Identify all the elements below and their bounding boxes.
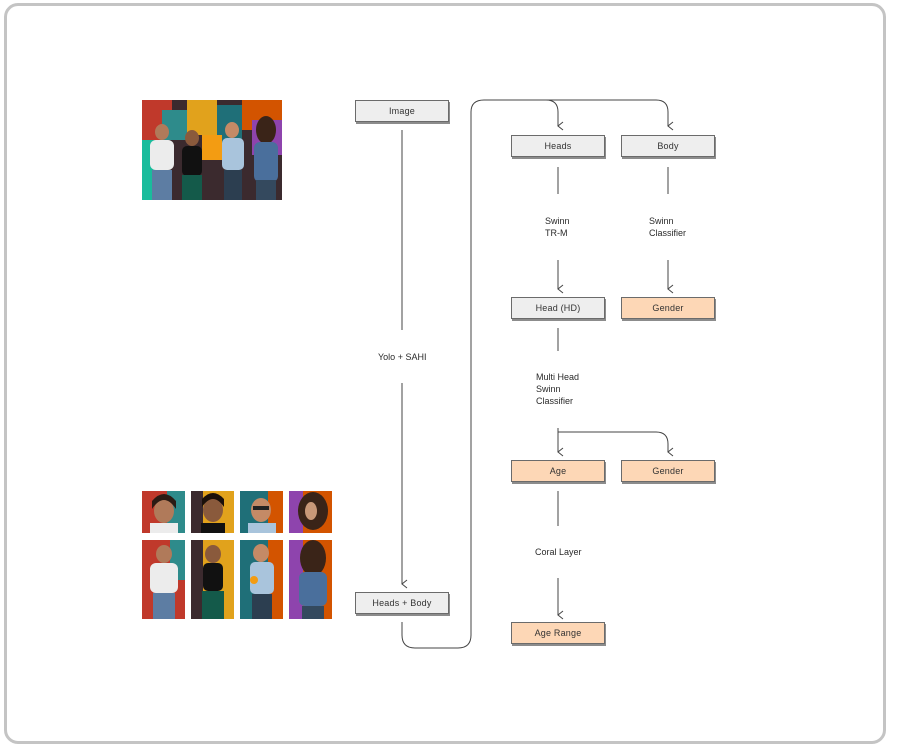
head-crop-3 bbox=[240, 491, 283, 533]
label-multi-head: Multi Head Swinn Classifier bbox=[536, 372, 580, 406]
node-head-hd: Head (HD) bbox=[511, 297, 605, 319]
edge-headsbody-loop bbox=[401, 99, 564, 649]
body-crop-4 bbox=[289, 540, 332, 619]
edge-loop-body bbox=[546, 99, 674, 131]
label-yolo-sahi: Yolo + SAHI bbox=[378, 352, 427, 362]
head-crop-4 bbox=[289, 491, 332, 533]
label-swinn-trm: Swinn TR-M bbox=[545, 216, 570, 238]
node-heads: Heads bbox=[511, 135, 605, 157]
head-crop-2 bbox=[191, 491, 234, 533]
edge-multihead-gender bbox=[558, 431, 674, 457]
node-image: Image bbox=[355, 100, 449, 122]
node-age: Age bbox=[511, 460, 605, 482]
group-photo bbox=[142, 100, 282, 200]
label-coral-layer: Coral Layer bbox=[535, 547, 582, 557]
head-crop-1 bbox=[142, 491, 185, 533]
body-crop-2 bbox=[191, 540, 234, 619]
node-gender-head: Gender bbox=[621, 460, 715, 482]
node-heads-body: Heads + Body bbox=[355, 592, 449, 614]
node-gender-body: Gender bbox=[621, 297, 715, 319]
node-body: Body bbox=[621, 135, 715, 157]
node-age-range: Age Range bbox=[511, 622, 605, 644]
label-swinn-classifier: Swinn Classifier bbox=[649, 216, 687, 238]
body-crop-3 bbox=[240, 540, 283, 619]
body-crop-1 bbox=[142, 540, 185, 619]
